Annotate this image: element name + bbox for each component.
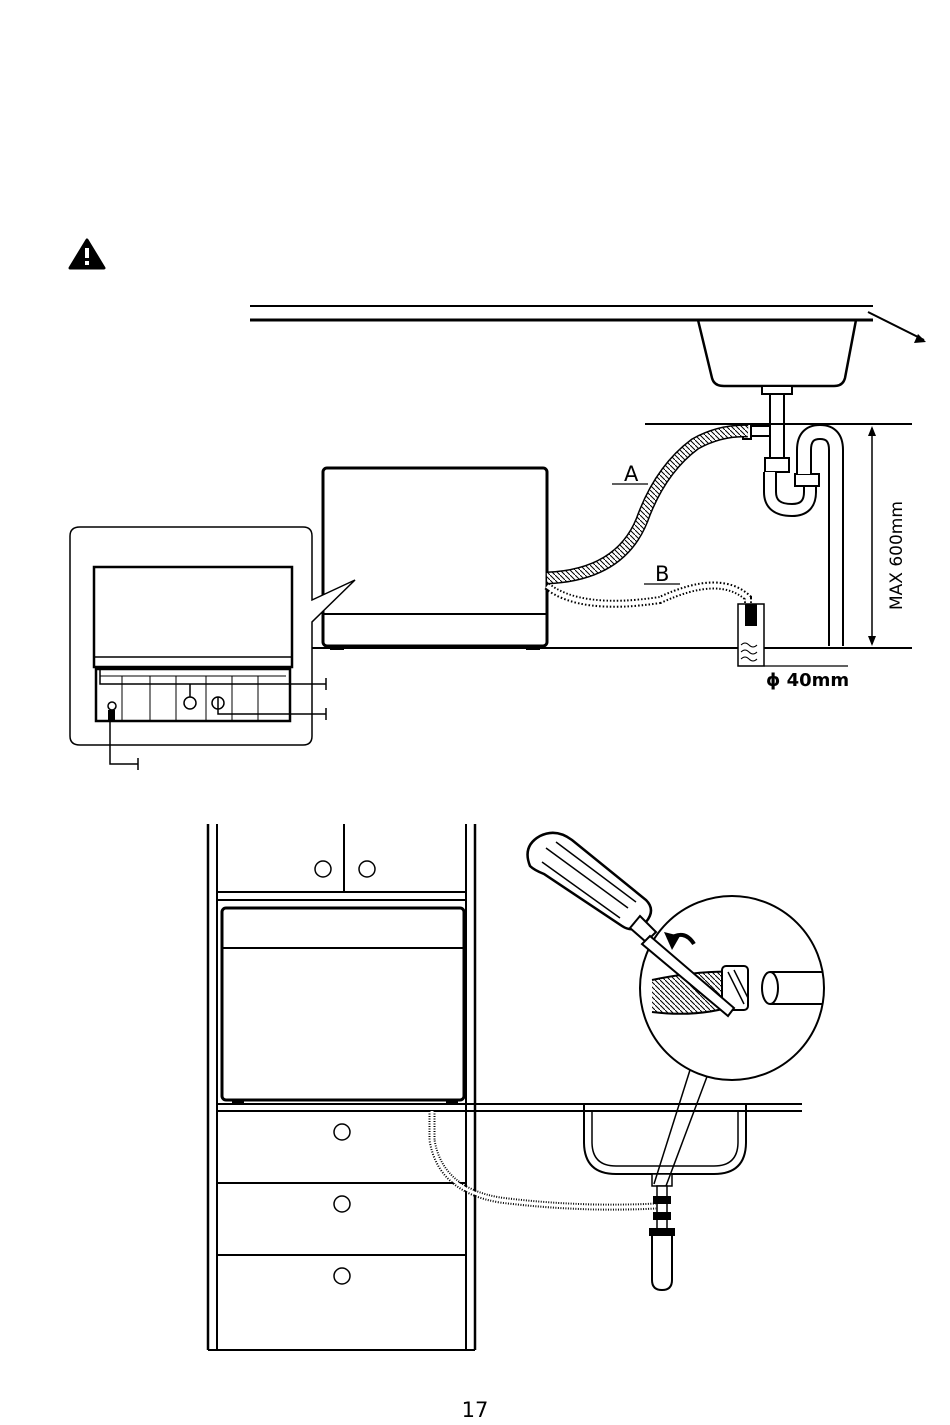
label-a: A: [624, 462, 639, 486]
label-b: B: [655, 562, 669, 586]
detail-callout-lines: [654, 1070, 708, 1186]
rear-view-callout: [70, 527, 355, 770]
countertop: [250, 306, 873, 320]
page-number: 17: [0, 1398, 950, 1422]
pipe-diameter-label: ϕ 40mm: [766, 670, 849, 691]
drain-hose-b: [547, 585, 748, 620]
under-counter-sink: [584, 1104, 746, 1290]
dishwasher-unit: [323, 468, 547, 650]
warning-triangle-icon: [70, 240, 104, 268]
sink-basin: [698, 312, 926, 386]
max-height-label: MAX 600mm: [887, 501, 907, 610]
counter-and-drawers: [217, 1104, 802, 1284]
hose-clamp-detail: [640, 896, 824, 1080]
drain-hose-a: [547, 431, 748, 578]
built-in-dishwasher: [222, 908, 464, 1104]
max-height-dimension: [868, 426, 876, 646]
